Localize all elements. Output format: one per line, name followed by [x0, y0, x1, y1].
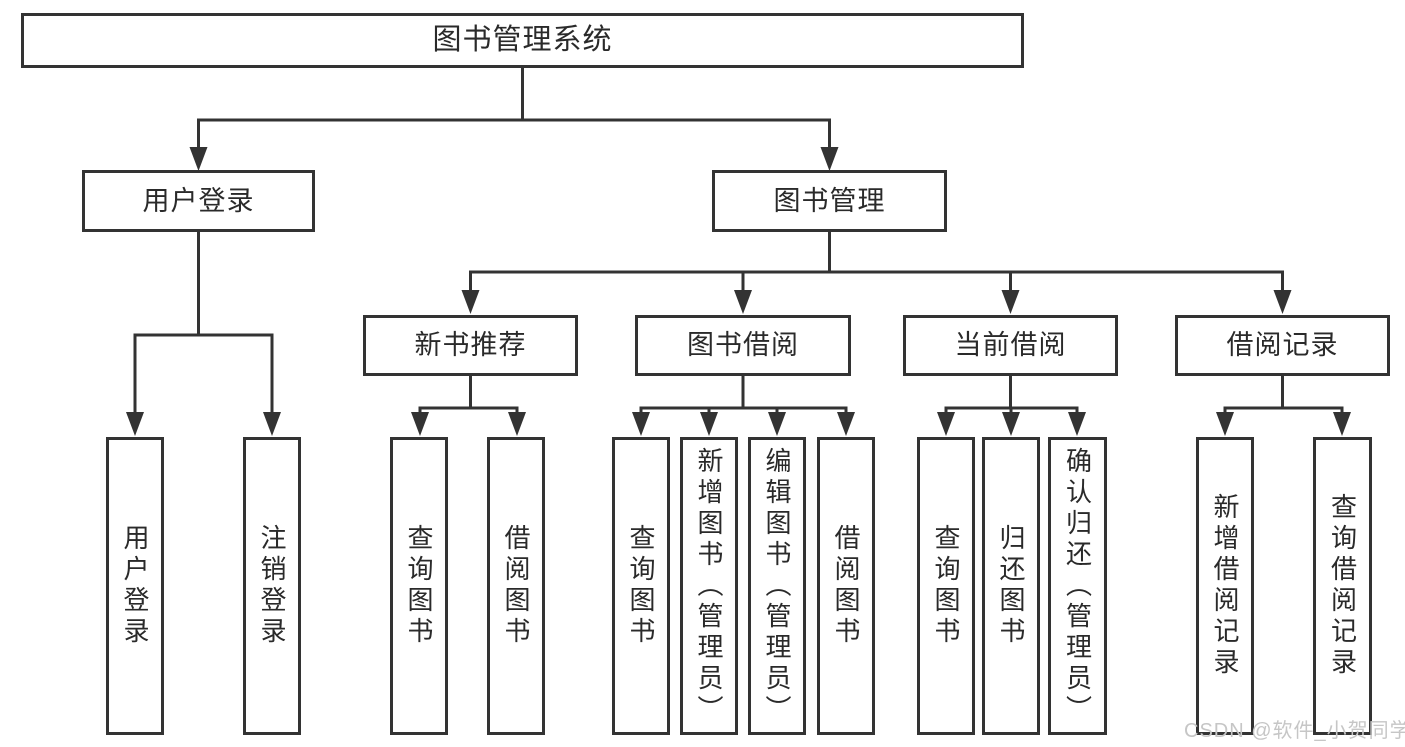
leaf-recommend-query-books: 查询图书: [390, 437, 448, 735]
watermark: CSDN @软件_小贺同学: [1184, 720, 1405, 742]
leaf-logout: 注销登录: [243, 437, 301, 735]
leaf-borrowing-query-books: 查询图书: [612, 437, 670, 735]
leaf-return-books: 归还图书: [982, 437, 1040, 735]
node-current-borrowing: 当前借阅: [903, 315, 1118, 376]
leaf-recommend-borrow-books: 借阅图书: [487, 437, 545, 735]
node-user-login: 用户登录: [82, 170, 315, 232]
leaf-user-login: 用户登录: [106, 437, 164, 735]
leaf-edit-books-admin: 编辑图书（管理员）: [748, 437, 806, 735]
leaf-borrow-books: 借阅图书: [817, 437, 875, 735]
node-new-book-recommend: 新书推荐: [363, 315, 578, 376]
node-book-management-system: 图书管理系统: [21, 13, 1024, 68]
node-borrowing-records: 借阅记录: [1175, 315, 1390, 376]
node-book-borrowing: 图书借阅: [635, 315, 851, 376]
leaf-add-books-admin: 新增图书（管理员）: [680, 437, 738, 735]
leaf-confirm-return-admin: 确认归还（管理员）: [1048, 437, 1107, 735]
leaf-add-borrow-record: 新增借阅记录: [1196, 437, 1254, 735]
leaf-current-query-books: 查询图书: [917, 437, 975, 735]
leaf-query-borrow-record: 查询借阅记录: [1313, 437, 1372, 735]
node-book-management: 图书管理: [712, 170, 947, 232]
